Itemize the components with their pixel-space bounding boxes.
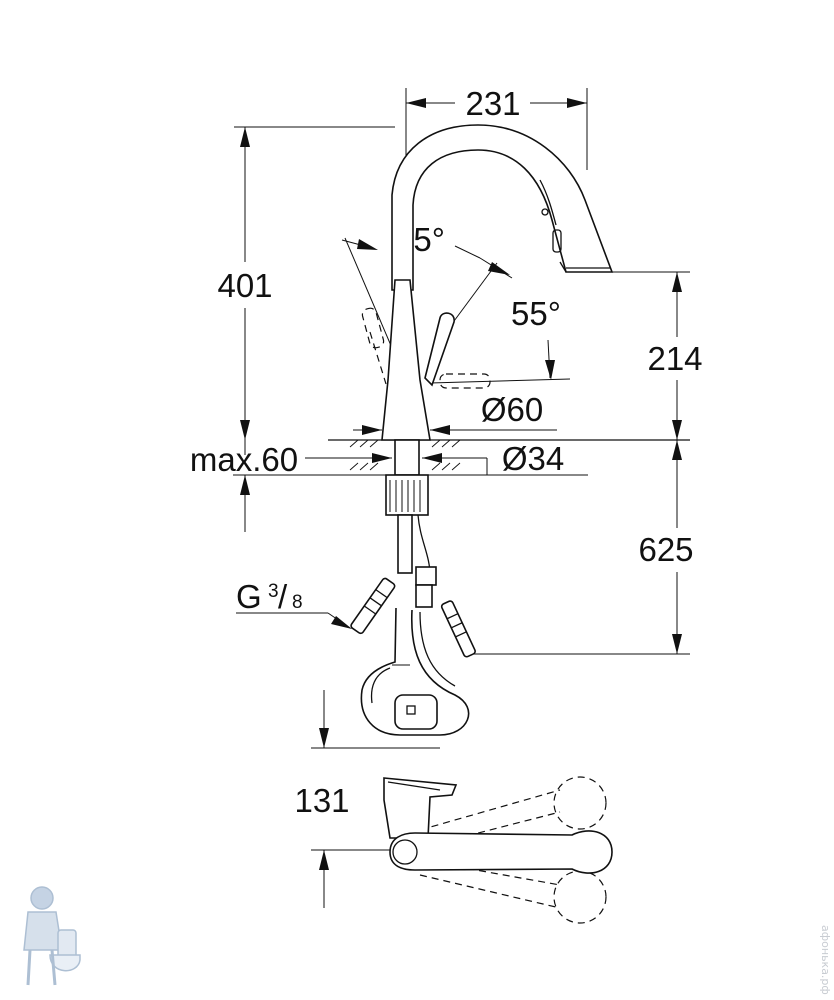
faucet-side-view [350,124,614,736]
svg-text:/: / [278,578,288,615]
dim-o34-label: Ø34 [502,440,564,477]
plumber-mascot-icon [23,886,81,986]
dim-131: 131 [294,690,440,908]
dim-131-label: 131 [294,782,349,819]
dim-401: 401 [217,126,395,440]
dim-231: 231 [405,85,588,170]
watermark-text: афонька.рф [819,925,832,995]
dim-214: 214 [612,271,703,440]
faucet-top-view [383,776,613,924]
dim-angle-side: 55° [429,295,571,384]
thread-g-label: G [236,578,262,615]
dim-angle-side-label: 55° [511,295,561,332]
dim-625: 625 [470,440,694,655]
dim-max60-label: max.60 [190,441,298,478]
thread-den-label: 8 [292,592,303,613]
dim-diameters: Ø60 Ø34 [353,391,564,477]
dim-625-label: 625 [638,531,693,568]
dim-max60: max.60 [190,440,392,532]
dim-214-label: 214 [647,340,702,377]
dim-thread: G 3 / 8 [236,578,352,629]
dim-401-label: 401 [217,267,272,304]
thread-num-label: 3 [268,581,279,602]
dim-angle-top: 55° [341,221,513,356]
dim-o60-label: Ø60 [481,391,543,428]
dim-231-label: 231 [465,85,520,122]
